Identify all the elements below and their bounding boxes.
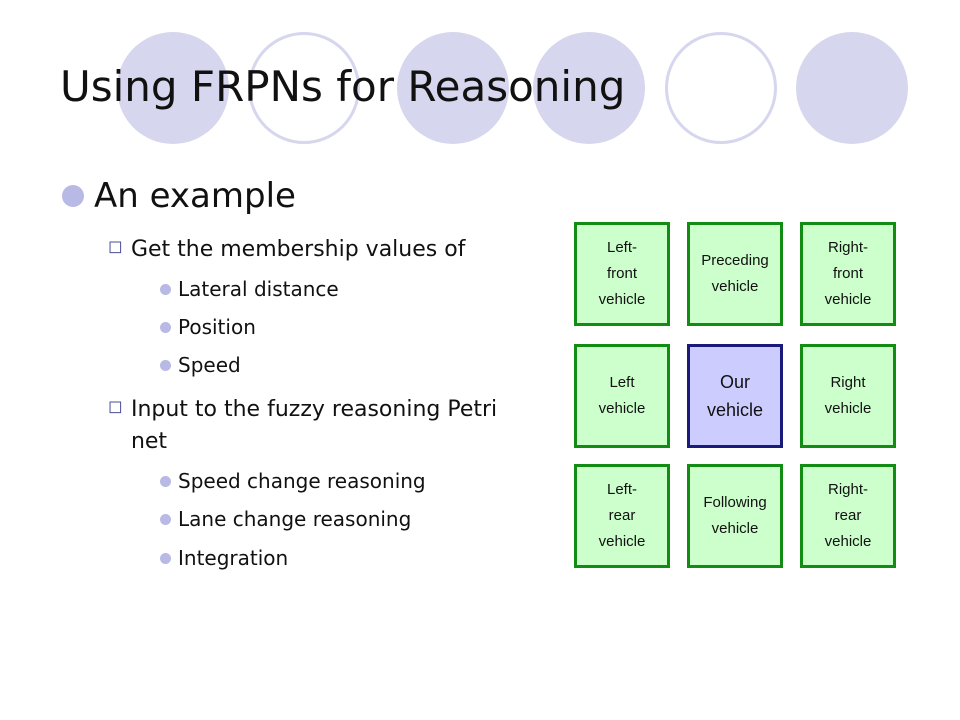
list-item: Lane change reasoning [160,507,411,531]
bullet-dot-icon [160,283,171,295]
cell-right-rear-vehicle: Right- rear vehicle [800,464,896,568]
open-square-bullet-icon: ◻ [108,236,123,257]
list-item-text: Speed [178,353,241,377]
list-item: Lateral distance [160,277,339,301]
list-item-text: Lateral distance [178,277,339,301]
bullet-dot-icon [160,475,171,487]
decor-circle-4 [796,32,908,144]
sub-bullet-1: ◻ Get the membership values of [108,234,511,266]
cell-left-front-vehicle: Left- front vehicle [574,222,670,326]
bullet-dot-icon [62,185,84,207]
cell-following-vehicle: Following vehicle [687,464,783,568]
cell-right-vehicle: Right vehicle [800,344,896,448]
sub-bullet-2: ◻ Input to the fuzzy reasoning Petri net [108,394,511,458]
list-item-text: Lane change reasoning [178,507,412,531]
bullet-dot-icon [160,513,171,525]
bullet-main: An example [62,176,296,216]
bullet-dot-icon [160,359,171,371]
bullet-dot-icon [160,321,171,333]
slide-title: Using FRPNs for Reasoning [60,62,626,111]
list-item: Integration [160,546,288,570]
decor-circle-1 [117,32,229,144]
open-square-bullet-icon: ◻ [108,396,123,417]
list-item: Position [160,315,256,339]
bullet-dot-icon [160,552,171,564]
list-item-text: Integration [178,546,289,570]
cell-left-rear-vehicle: Left- rear vehicle [574,464,670,568]
sub-bullet-2-text: Input to the fuzzy reasoning Petri net [130,397,498,454]
cell-preceding-vehicle: Preceding vehicle [687,222,783,326]
list-item-text: Position [178,315,256,339]
decor-circle-3 [533,32,645,144]
bullet-main-text: An example [94,176,296,216]
decor-ring-2 [665,32,777,144]
list-item: Speed [160,353,241,377]
cell-right-front-vehicle: Right- front vehicle [800,222,896,326]
cell-our-vehicle: Our vehicle [687,344,783,448]
sub-bullet-1-text: Get the membership values of [130,237,466,262]
cell-left-vehicle: Left vehicle [574,344,670,448]
decor-ring-1 [248,32,360,144]
decor-circle-2 [397,32,509,144]
vehicle-grid: Left- front vehicle Preceding vehicle Ri… [574,222,902,570]
list-item: Speed change reasoning [160,469,426,493]
list-item-text: Speed change reasoning [178,469,426,493]
